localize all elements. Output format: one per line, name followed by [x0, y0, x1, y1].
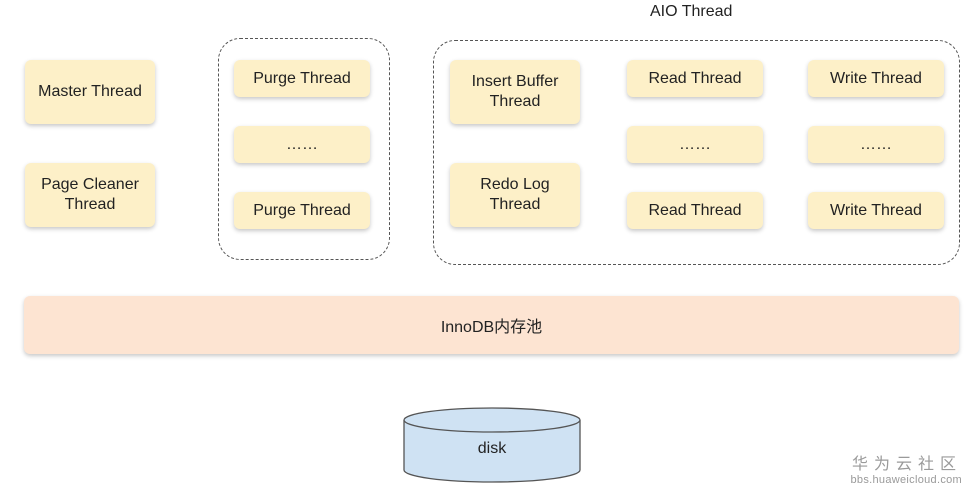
redo-log-thread-label: Redo Log Thread: [480, 176, 550, 213]
master-thread-box: Master Thread: [25, 60, 155, 124]
page-cleaner-thread-label: Page Cleaner Thread: [41, 176, 139, 213]
master-thread-label: Master Thread: [38, 83, 142, 100]
purge-thread-group: [218, 38, 390, 260]
insert-buffer-thread-box: Insert Buffer Thread: [450, 60, 580, 124]
memory-pool-label: InnoDB内存池: [440, 319, 543, 336]
innodb-memory-pool: InnoDB内存池: [24, 296, 959, 354]
watermark-url: bbs.huaweicloud.com: [850, 474, 962, 486]
read-ellipsis-box: ……: [627, 126, 763, 163]
purge-thread-label: Purge Thread: [253, 201, 351, 219]
read-thread-label: Read Thread: [648, 69, 742, 87]
disk-label: disk: [477, 440, 507, 457]
write-thread-label: Write Thread: [830, 69, 922, 87]
aio-thread-group: [433, 40, 960, 265]
watermark-brand: 华为云社区: [851, 454, 962, 473]
read-thread-box: Read Thread: [627, 192, 763, 229]
write-ellipsis-box: ……: [808, 126, 944, 163]
write-thread-box: Write Thread: [808, 60, 944, 97]
write-thread-box: Write Thread: [808, 192, 944, 229]
page-cleaner-thread-box: Page Cleaner Thread: [25, 163, 155, 227]
read-thread-box: Read Thread: [627, 60, 763, 97]
redo-log-thread-box: Redo Log Thread: [450, 163, 580, 227]
watermark: 华为云社区 bbs.huaweicloud.com: [851, 450, 962, 486]
read-thread-label: Read Thread: [648, 201, 742, 219]
ellipsis-label: ……: [679, 135, 711, 153]
write-thread-label: Write Thread: [830, 201, 922, 219]
insert-buffer-thread-label: Insert Buffer Thread: [471, 73, 559, 110]
purge-thread-box: Purge Thread: [234, 192, 370, 229]
purge-thread-box: Purge Thread: [234, 60, 370, 97]
purge-ellipsis-box: ……: [234, 126, 370, 163]
purge-thread-label: Purge Thread: [253, 69, 351, 87]
aio-thread-title: AIO Thread: [650, 3, 733, 20]
ellipsis-label: ……: [286, 135, 318, 153]
disk-cylinder-icon: [403, 407, 581, 483]
ellipsis-label: ……: [860, 135, 892, 153]
